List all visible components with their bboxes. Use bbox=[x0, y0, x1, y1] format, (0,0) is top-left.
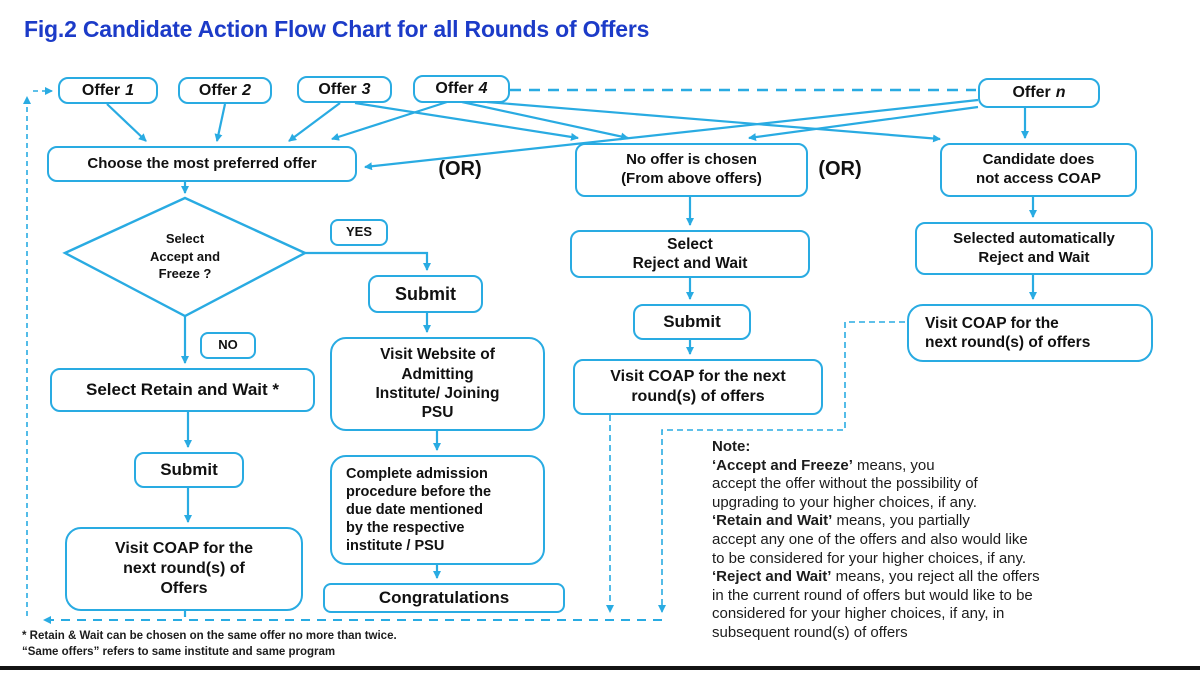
footnote-same-offers: “Same offers” refers to same institute a… bbox=[22, 646, 336, 658]
note-line: Note: bbox=[712, 438, 751, 455]
note-line: upgrading to your higher choices, if any… bbox=[712, 493, 977, 511]
node-no-offer-chosen: No offer is chosen (From above offers) bbox=[575, 143, 808, 197]
node-visit-coap-left: Visit COAP for the next round(s) of Offe… bbox=[65, 527, 303, 611]
node-congratulations: Congratulations bbox=[323, 583, 565, 613]
page-title: Fig.2 Candidate Action Flow Chart for al… bbox=[24, 16, 650, 42]
note-line: considered for your higher choices, if a… bbox=[712, 605, 1005, 623]
note-block: Note: ‘Accept and Freeze’ means, you acc… bbox=[712, 438, 1190, 643]
node-submit-reject: Submit bbox=[633, 304, 751, 340]
node-submit-retain: Submit bbox=[134, 452, 244, 488]
node-submit-accept: Submit bbox=[368, 275, 483, 313]
node-select-retain-wait: Select Retain and Wait * bbox=[50, 368, 315, 412]
decision-accept-freeze: Select Accept and Freeze ? bbox=[149, 231, 221, 282]
note-line: accept any one of the offers and also wo… bbox=[712, 530, 1028, 548]
dashed-connectors bbox=[23, 87, 976, 624]
label-or-1: (OR) bbox=[438, 158, 482, 180]
bottom-divider bbox=[0, 666, 1200, 670]
node-complete-admission: Complete admission procedure before the … bbox=[330, 455, 545, 565]
decision-diamond-shape bbox=[62, 196, 308, 318]
note-line: ‘Retain and Wait’ means, you partially bbox=[712, 512, 970, 530]
label-no: NO bbox=[200, 332, 256, 359]
node-select-reject-wait: Select Reject and Wait bbox=[570, 230, 810, 278]
node-candidate-no-access: Candidate does not access COAP bbox=[940, 143, 1137, 197]
node-visit-website: Visit Website of Admitting Institute/ Jo… bbox=[330, 337, 545, 431]
note-line: accept the offer without the possibility… bbox=[712, 475, 978, 493]
node-selected-auto-reject: Selected automatically Reject and Wait bbox=[915, 222, 1153, 275]
label-or-2: (OR) bbox=[818, 158, 862, 180]
label-yes: YES bbox=[330, 219, 388, 246]
note-line: to be considered for your higher choices… bbox=[712, 549, 1027, 567]
note-line: ‘Reject and Wait’ means, you reject all … bbox=[712, 568, 1040, 586]
footnote-retain-wait: * Retain & Wait can be chosen on the sam… bbox=[22, 630, 397, 642]
note-line: in the current round of offers but would… bbox=[712, 586, 1033, 604]
node-choose-preferred: Choose the most preferred offer bbox=[47, 146, 357, 182]
node-visit-coap-mid: Visit COAP for the next round(s) of offe… bbox=[573, 359, 823, 415]
solid-connectors bbox=[106, 98, 1037, 617]
note-line: ‘Accept and Freeze’ means, you bbox=[712, 456, 935, 474]
node-visit-coap-right: Visit COAP for the next round(s) of offe… bbox=[907, 304, 1153, 362]
note-line: subsequent round(s) of offers bbox=[712, 623, 908, 641]
